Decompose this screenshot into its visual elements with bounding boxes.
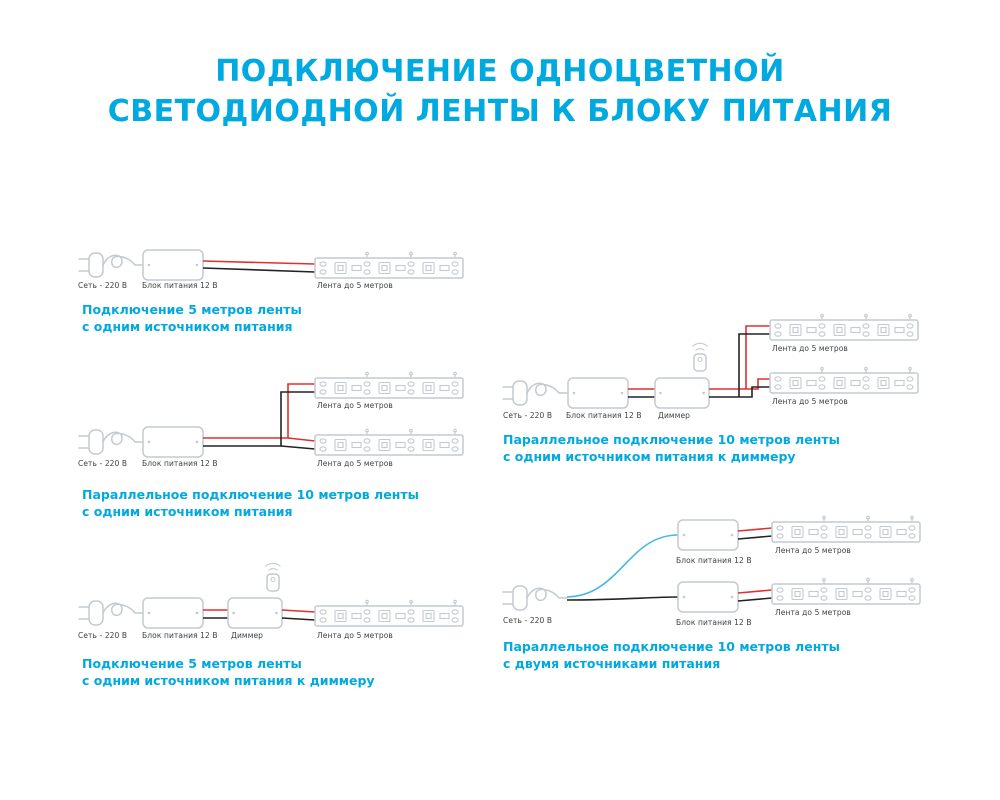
- label-power-supply: Блок питания 12 В: [142, 459, 218, 468]
- plug-icon: [78, 252, 144, 278]
- label-power-supply: Блок питания 12 В: [566, 411, 642, 420]
- plug-icon: [502, 585, 568, 611]
- led-strip: [769, 366, 919, 394]
- wire-black: [709, 386, 770, 398]
- power-supply-box: [142, 597, 204, 629]
- diagram-3-graphics: [78, 562, 464, 629]
- diagram-2-caption: Параллельное подключение 10 метров ленты…: [82, 486, 419, 520]
- caption-line: Параллельное подключение 10 метров ленты: [503, 639, 840, 654]
- diagram-1-graphics: [78, 249, 464, 281]
- plug-icon: [78, 600, 144, 626]
- label-mains-220v: Сеть - 220 В: [78, 459, 128, 468]
- led-strip: [314, 371, 464, 399]
- plug-icon: [78, 429, 144, 455]
- wire-black: [203, 391, 315, 447]
- caption-line: Параллельное подключение 10 метров ленты: [503, 432, 840, 447]
- diagram-5-caption: Параллельное подключение 10 метров ленты…: [503, 638, 840, 672]
- led-strip: [771, 515, 921, 543]
- page-title-line1: ПОДКЛЮЧЕНИЕ ОДНОЦВЕТНОЙ: [215, 54, 785, 89]
- diagram-4-caption: Параллельное подключение 10 метров ленты…: [503, 431, 840, 465]
- page-title-line2: СВЕТОДИОДНОЙ ЛЕНТЫ К БЛОКУ ПИТАНИЯ: [107, 94, 893, 129]
- label-led-strip: Лента до 5 метров: [317, 459, 393, 468]
- led-strip: [314, 251, 464, 279]
- label-dimmer: Диммер: [231, 631, 264, 640]
- led-strip: [314, 599, 464, 627]
- caption-line: с одним источником питания: [82, 504, 293, 519]
- wire-black: [281, 617, 316, 621]
- led-strip: [314, 428, 464, 456]
- diagram-5-graphics: [502, 515, 921, 613]
- wire-black: [738, 333, 770, 397]
- label-mains-220v: Сеть - 220 В: [503, 616, 553, 625]
- label-led-strip: Лента до 5 метров: [775, 546, 851, 555]
- label-mains-220v: Сеть - 220 В: [503, 411, 553, 420]
- wire-red: [287, 437, 316, 442]
- label-power-supply: Блок питания 12 В: [142, 631, 218, 640]
- remote-icon: [691, 342, 709, 372]
- wire-black: [202, 267, 316, 273]
- diagram-1-caption: Подключение 5 метров ленты с одним источ…: [82, 301, 302, 335]
- led-strip: [771, 577, 921, 605]
- led-strip: [769, 313, 919, 341]
- caption-line: Подключение 5 метров ленты: [82, 302, 302, 317]
- caption-line: Подключение 5 метров ленты: [82, 656, 302, 671]
- dimmer-box: [227, 597, 283, 629]
- caption-line: с одним источником питания: [82, 319, 293, 334]
- label-led-strip: Лента до 5 метров: [317, 281, 393, 290]
- plug-icon: [502, 380, 568, 406]
- label-mains-220v: Сеть - 220 В: [78, 281, 128, 290]
- power-supply-box: [142, 426, 204, 458]
- wire-red: [737, 589, 773, 594]
- wire-black: [737, 535, 773, 540]
- wire-red: [203, 383, 315, 439]
- power-supply-box: [677, 519, 739, 551]
- caption-line: с одним источником питания к диммеру: [82, 673, 375, 688]
- label-led-strip: Лента до 5 метров: [772, 344, 848, 353]
- wire-black: [566, 596, 679, 601]
- label-led-strip: Лента до 5 метров: [772, 397, 848, 406]
- label-led-strip: Лента до 5 метров: [317, 631, 393, 640]
- wire-black: [737, 597, 773, 602]
- diagram-2-graphics: [78, 371, 464, 458]
- wire-red: [709, 378, 770, 390]
- wire-red: [737, 527, 773, 532]
- label-power-supply: Блок питания 12 В: [676, 556, 752, 565]
- power-supply-box: [677, 581, 739, 613]
- diagram-3-caption: Подключение 5 метров ленты с одним источ…: [82, 655, 375, 689]
- wire-red: [202, 260, 316, 265]
- label-led-strip: Лента до 5 метров: [317, 401, 393, 410]
- wire-red: [745, 325, 770, 389]
- caption-line: с двумя источниками питания: [503, 656, 721, 671]
- dimmer-box: [654, 377, 710, 409]
- label-led-strip: Лента до 5 метров: [775, 608, 851, 617]
- label-mains-220v: Сеть - 220 В: [78, 631, 128, 640]
- wire-black: [280, 445, 316, 450]
- remote-icon: [264, 562, 282, 592]
- label-power-supply: Блок питания 12 В: [676, 618, 752, 627]
- label-dimmer: Диммер: [658, 411, 691, 420]
- label-power-supply: Блок питания 12 В: [142, 281, 218, 290]
- power-supply-box: [142, 249, 204, 281]
- wire-red: [281, 609, 316, 613]
- diagram-4-graphics: [502, 313, 919, 409]
- caption-line: Параллельное подключение 10 метров ленты: [82, 487, 419, 502]
- power-supply-box: [567, 377, 629, 409]
- wire-blue: [566, 534, 679, 598]
- caption-line: с одним источником питания к диммеру: [503, 449, 796, 464]
- page-title: ПОДКЛЮЧЕНИЕ ОДНОЦВЕТНОЙ СВЕТОДИОДНОЙ ЛЕН…: [0, 52, 1000, 132]
